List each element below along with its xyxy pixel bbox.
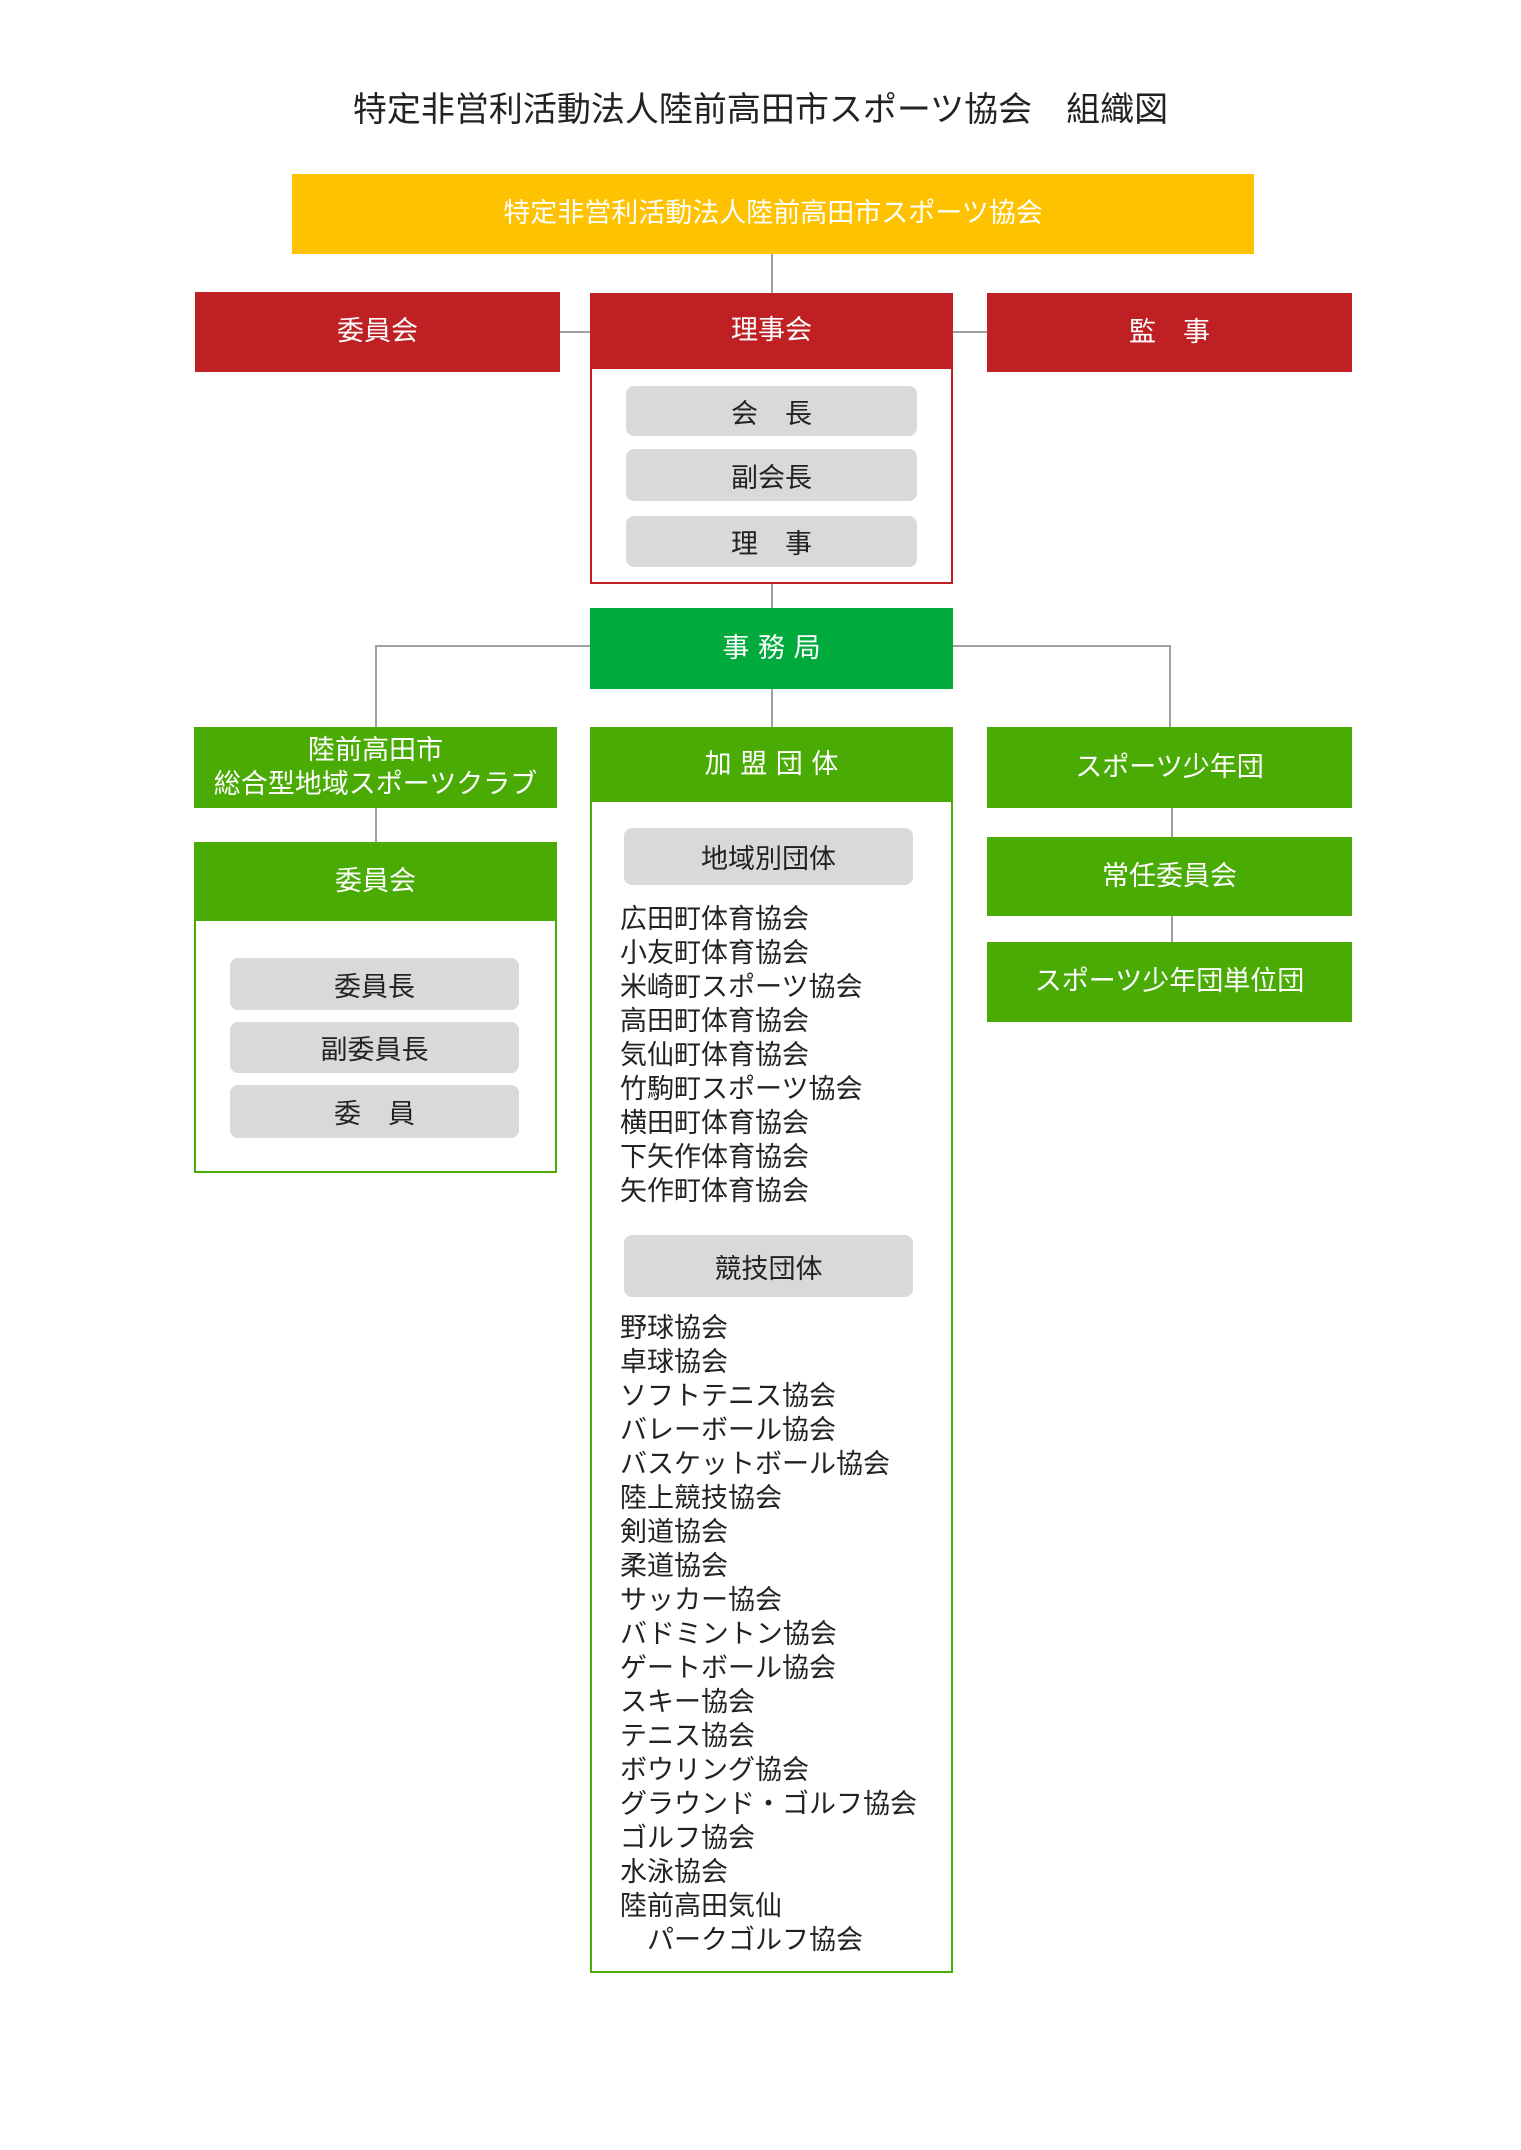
secretariat-box: 事 務 局 — [590, 608, 953, 689]
list-item: 広田町体育協会 — [620, 904, 809, 935]
list-item: ボウリング協会 — [620, 1755, 809, 1786]
youth-units-box: スポーツ少年団単位団 — [987, 942, 1352, 1022]
youth-sports-box: スポーツ少年団 — [987, 727, 1352, 808]
member-groups-header: 加 盟 団 体 — [590, 727, 953, 802]
member-groups-container — [590, 727, 953, 1973]
list-item: 米崎町スポーツ協会 — [620, 972, 863, 1003]
board-header: 理事会 — [590, 293, 953, 369]
list-item: 気仙町体育協会 — [620, 1040, 809, 1071]
club-label-line2: 総合型地域スポーツクラブ — [213, 768, 538, 800]
connector-line — [1169, 645, 1171, 727]
list-item: ゲートボール協会 — [620, 1653, 836, 1684]
board-member-president: 会 長 — [626, 386, 917, 436]
list-item: 剣道協会 — [620, 1517, 728, 1548]
list-item: バドミントン協会 — [620, 1619, 837, 1650]
club-member-chair: 委員長 — [230, 958, 519, 1010]
list-item: スキー協会 — [620, 1687, 755, 1718]
club-member-vice-chair: 副委員長 — [230, 1022, 519, 1073]
list-item: 矢作町体育協会 — [620, 1176, 809, 1207]
sports-groups-label: 競技団体 — [624, 1235, 913, 1297]
list-item: 竹駒町スポーツ協会 — [620, 1074, 863, 1105]
club-member: 委 員 — [230, 1085, 519, 1138]
connector-line — [771, 254, 773, 294]
list-item: 卓球協会 — [620, 1347, 728, 1378]
list-item: ソフトテニス協会 — [620, 1381, 836, 1412]
connector-line — [1171, 916, 1173, 942]
page-title: 特定非営利活動法人陸前高田市スポーツ協会 組織図 — [352, 90, 1169, 130]
connector-line — [375, 645, 590, 647]
list-item: 小友町体育協会 — [620, 938, 809, 969]
list-item: 野球協会 — [620, 1313, 728, 1344]
regional-groups-list: 広田町体育協会小友町体育協会米崎町スポーツ協会高田町体育協会気仙町体育協会竹駒町… — [620, 903, 940, 1209]
auditor-box: 監 事 — [987, 293, 1352, 372]
list-item: バレーボール協会 — [620, 1415, 836, 1446]
regional-groups-label: 地域別団体 — [624, 828, 913, 885]
list-item: ゴルフ協会 — [620, 1823, 755, 1854]
sports-groups-list: 野球協会卓球協会ソフトテニス協会バレーボール協会バスケットボール協会陸上競技協会… — [620, 1312, 950, 1958]
standing-committee-box: 常任委員会 — [987, 837, 1352, 916]
list-item: 陸前高田気仙 — [620, 1891, 782, 1922]
connector-line — [375, 808, 377, 842]
connector-line — [953, 645, 1170, 647]
list-item: 陸上競技協会 — [620, 1483, 782, 1514]
club-committee-header: 委員会 — [194, 842, 557, 921]
list-item: サッカー協会 — [620, 1585, 782, 1616]
list-item: 下矢作体育協会 — [620, 1142, 809, 1173]
list-item: 高田町体育協会 — [620, 1006, 809, 1037]
list-item: テニス協会 — [620, 1721, 755, 1752]
connector-line — [953, 331, 987, 333]
connector-line — [375, 645, 377, 727]
club-label-line1: 陸前高田市 — [308, 734, 443, 766]
root-organization-box: 特定非営利活動法人陸前高田市スポーツ協会 — [292, 174, 1254, 254]
connector-line — [771, 689, 773, 727]
committee-box: 委員会 — [195, 292, 560, 372]
board-member-vice-president: 副会長 — [626, 449, 917, 501]
connector-line — [771, 584, 773, 608]
list-item: 水泳協会 — [620, 1857, 728, 1888]
list-item: グラウンド・ゴルフ協会 — [620, 1789, 917, 1820]
list-item: バスケットボール協会 — [620, 1449, 890, 1480]
list-item: パークゴルフ協会 — [620, 1925, 863, 1956]
connector-line — [1171, 808, 1173, 837]
connector-line — [560, 331, 590, 333]
board-member-director: 理 事 — [626, 516, 917, 567]
list-item: 横田町体育協会 — [620, 1108, 809, 1139]
list-item: 柔道協会 — [620, 1551, 728, 1582]
community-sports-club-box: 陸前高田市 総合型地域スポーツクラブ — [194, 727, 557, 808]
